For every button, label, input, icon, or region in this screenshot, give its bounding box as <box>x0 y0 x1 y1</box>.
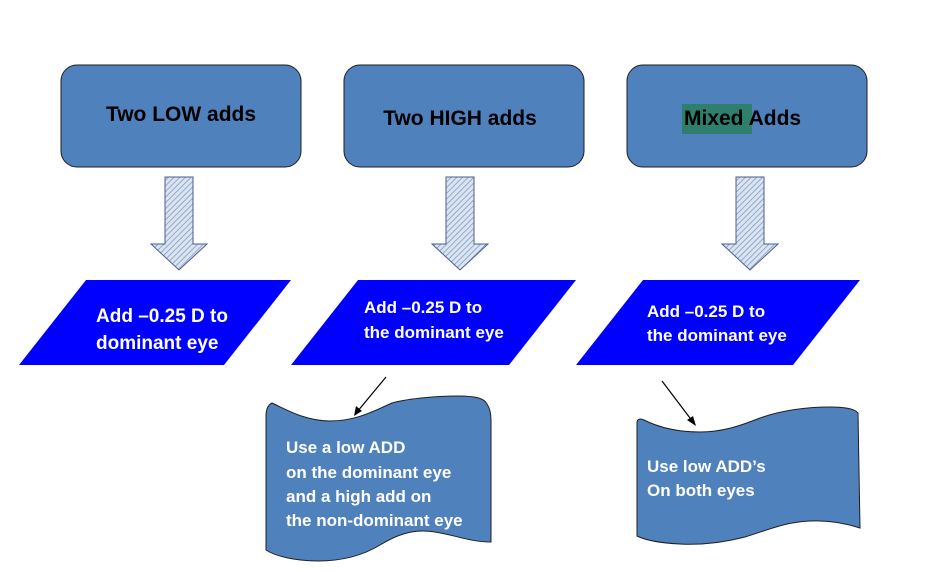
note-mixed-line2: On both eyes <box>647 481 755 500</box>
mixed-highlight <box>682 104 752 134</box>
header-mixed-label: Mixed Adds <box>684 107 801 130</box>
action-high-line1: Add –0.25 D to <box>364 298 482 317</box>
note-box-mixed <box>636 406 861 545</box>
note-box-low-high <box>265 395 492 562</box>
action-mixed-line1: Add –0.25 D to <box>647 302 765 321</box>
note-low-high-line4: the non-dominant eye <box>286 511 463 530</box>
connector-arrowhead-mixed <box>687 416 696 426</box>
connector-arrowhead-high <box>354 406 362 416</box>
note-low-high-line2: on the dominant eye <box>286 463 451 482</box>
action-parallelogram-mixed <box>576 280 860 365</box>
action-parallelogram-low <box>19 280 291 365</box>
header-high-label: Two HIGH adds <box>383 107 537 130</box>
note-mixed-line1: Use low ADD’s <box>647 457 766 476</box>
connector-line-high <box>356 376 387 413</box>
action-mixed-line2: the dominant eye <box>647 326 787 345</box>
header-box-low <box>60 64 302 168</box>
action-parallelogram-high <box>291 280 576 365</box>
down-arrow-high <box>430 176 490 271</box>
note-low-high-line3: and a high add on <box>286 487 431 506</box>
note-low-high-line1: Use a low ADD <box>286 438 405 457</box>
down-arrow-mixed <box>720 176 780 271</box>
connector-line-mixed <box>661 380 694 423</box>
action-low-line1: Add –0.25 D to <box>96 306 228 327</box>
action-high-line2: the dominant eye <box>364 323 504 342</box>
action-low-line2: dominant eye <box>96 333 218 354</box>
header-box-high <box>343 64 585 168</box>
header-low-label: Two LOW adds <box>106 103 256 126</box>
down-arrow-low <box>149 176 209 271</box>
